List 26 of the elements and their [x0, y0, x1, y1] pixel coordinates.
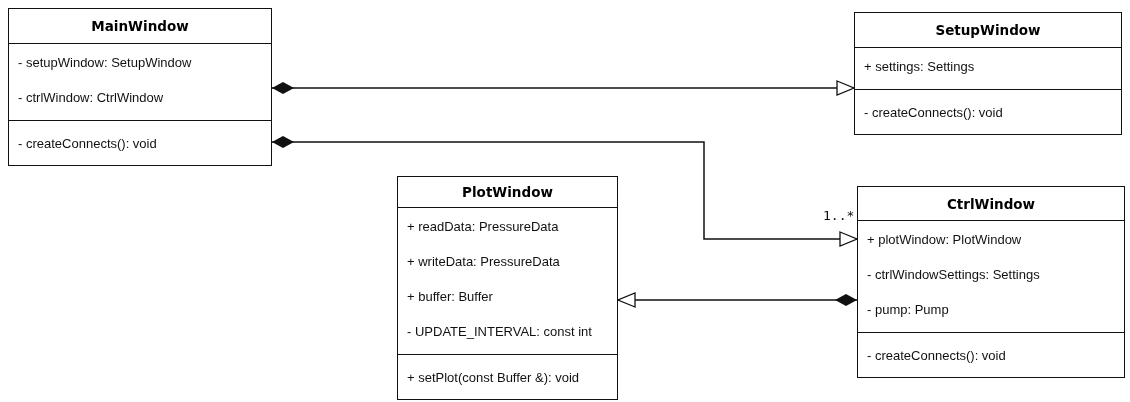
attribute-text: + readData: PressureData	[407, 218, 559, 236]
method-text: + setPlot(const Buffer &): void	[407, 369, 580, 387]
attribute-text: - pump: Pump	[867, 301, 949, 319]
arrow	[271, 136, 858, 247]
class-box	[854, 12, 1122, 135]
attribute-text: + writeData: PressureData	[407, 253, 560, 271]
attribute-text: + settings: Settings	[864, 58, 975, 76]
attribute-text: - setupWindow: SetupWindow	[18, 54, 192, 72]
attribute-text: - UPDATE_INTERVAL: const int	[407, 323, 592, 341]
attribute-text: - ctrlWindow: CtrlWindow	[18, 89, 164, 107]
attribute-text: + plotWindow: PlotWindow	[867, 231, 1022, 249]
multiplicity-label: 1..*	[823, 208, 855, 223]
class-box	[397, 176, 618, 400]
method-text: - createConnects(): void	[867, 347, 1006, 365]
class-box	[8, 8, 272, 166]
class-box	[857, 186, 1125, 378]
method-text: - createConnects(): void	[864, 104, 1003, 122]
method-text: - createConnects(): void	[18, 135, 157, 153]
class-name: SetupWindow	[935, 21, 1041, 40]
class-name: MainWindow	[91, 17, 189, 36]
arrow	[271, 80, 855, 96]
class-name: PlotWindow	[462, 183, 553, 202]
class-name: CtrlWindow	[946, 195, 1036, 214]
arrow	[617, 292, 858, 308]
attribute-text: - ctrlWindowSettings: Settings	[867, 266, 1040, 284]
attribute-text: + buffer: Buffer	[407, 288, 493, 306]
